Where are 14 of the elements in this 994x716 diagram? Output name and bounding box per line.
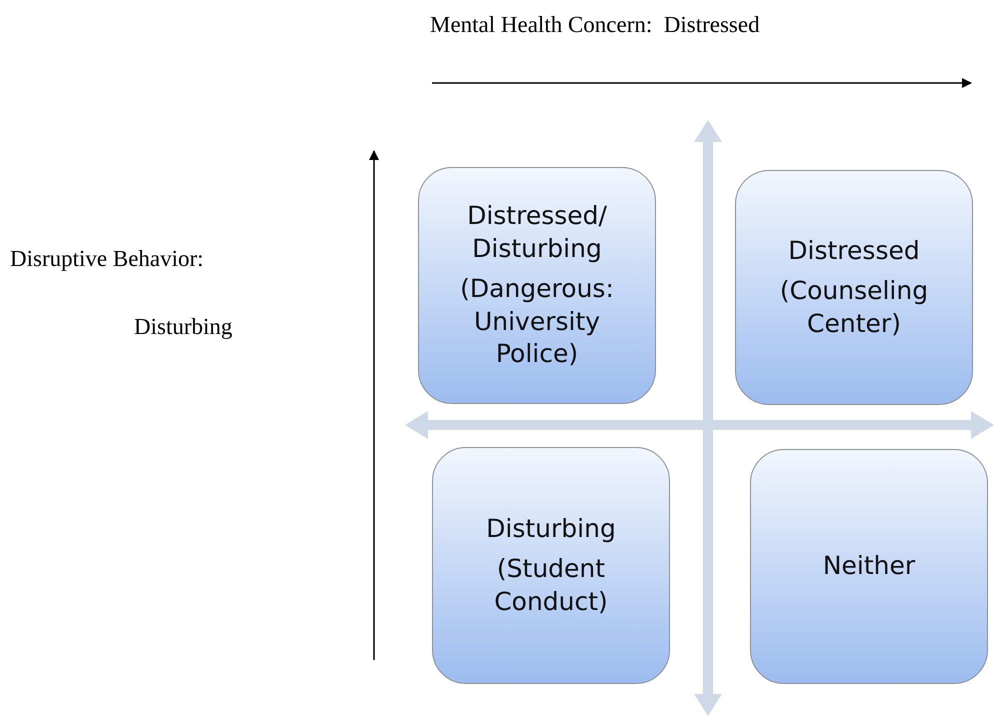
quadrant-text: (Dangerous: University Police) xyxy=(459,273,615,370)
quadrant-text: (Counseling Center) xyxy=(778,275,930,340)
axis-title: Mental Health Concern: Distressed xyxy=(430,12,761,38)
quadrant-box xyxy=(735,170,973,405)
axis-label: Disruptive Behavior: xyxy=(10,246,204,272)
quadrant-text: Disturbing xyxy=(486,512,616,545)
quadrant-text: Neither xyxy=(822,550,916,582)
quadrant-text: Distressed xyxy=(788,234,920,267)
axis-label: Disturbing xyxy=(134,314,232,340)
quadrant-text: Distressed/ Disturbing xyxy=(466,200,608,265)
quadrant-box xyxy=(432,447,670,684)
quadrant-text: (Student Conduct) xyxy=(493,553,609,618)
quadrant-box xyxy=(418,167,656,404)
quadrant-box xyxy=(750,449,988,684)
